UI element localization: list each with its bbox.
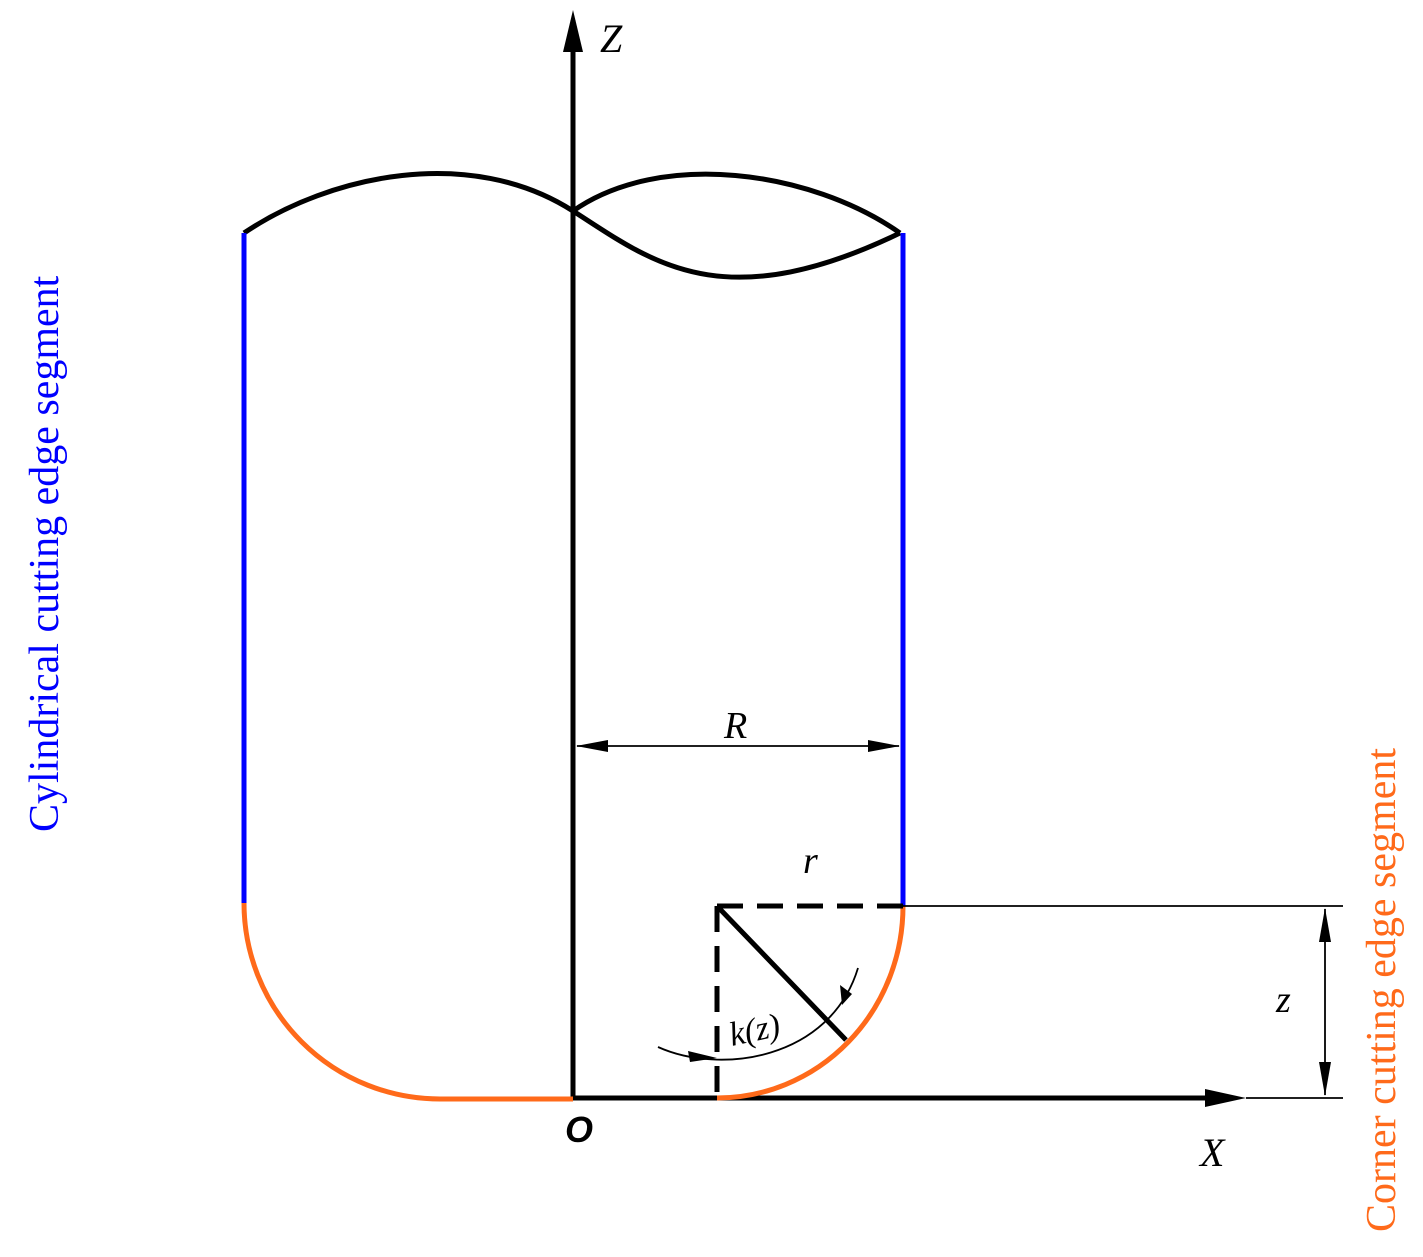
z-axis-label: Z [600, 16, 623, 61]
origin-label: O [565, 1109, 593, 1150]
tool-radius-label: R [723, 705, 747, 747]
dimension-z-arrow-top [1319, 908, 1331, 942]
x-axis-arrowhead [1205, 1089, 1246, 1107]
dimension-R-arrow-left [576, 740, 608, 752]
cylindrical-segment-label: Cylindrical cutting edge segment [22, 275, 68, 832]
angle-arrow-left [688, 1051, 717, 1062]
corner-edge-right [716, 905, 906, 1101]
tool-top-right-lower-curve [571, 208, 902, 280]
tool-top-right-upper-curve [571, 171, 902, 236]
angle-label: k(z) [726, 1007, 784, 1054]
corner-radial-line [715, 904, 848, 1042]
angle-arrow-right [840, 985, 852, 1005]
dimension-R-arrow-right [868, 740, 900, 752]
height-label: z [1275, 979, 1291, 1021]
corner-radius-label: r [803, 840, 818, 882]
corner-edge-left [241, 902, 573, 1102]
z-axis-arrowhead [563, 10, 583, 52]
x-axis-label: X [1198, 1130, 1226, 1175]
tool-top-left-curve [242, 171, 575, 236]
corner-segment-label: Corner cutting edge segment [1359, 748, 1405, 1232]
dimension-z-arrow-bottom [1319, 1062, 1331, 1096]
